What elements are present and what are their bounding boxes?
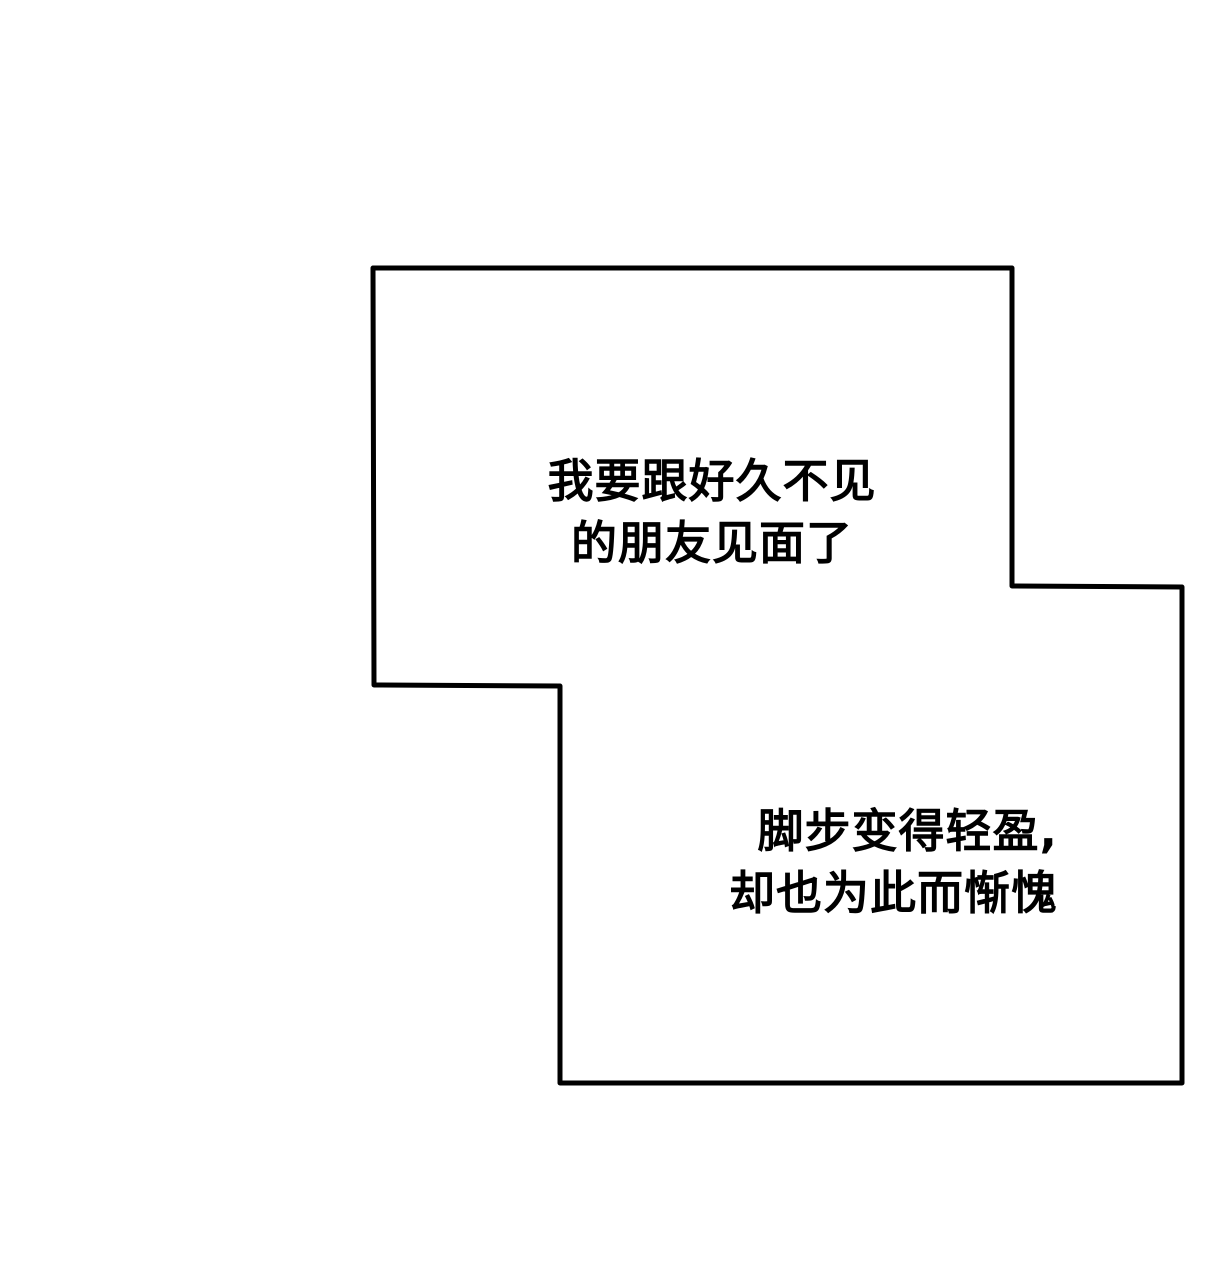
caption-line: 却也为此而惭愧 xyxy=(729,866,1058,920)
panel-border-path xyxy=(370,265,1185,1086)
narration-caption-bottom: 脚步变得轻盈, 却也为此而惭愧 xyxy=(672,800,1058,924)
caption-line: 的朋友见面了 xyxy=(571,516,853,570)
caption-line: 脚步变得轻盈, xyxy=(757,804,1058,858)
narration-caption-top: 我要跟好久不见 的朋友见面了 xyxy=(520,450,904,574)
caption-line: 我要跟好久不见 xyxy=(547,454,877,508)
